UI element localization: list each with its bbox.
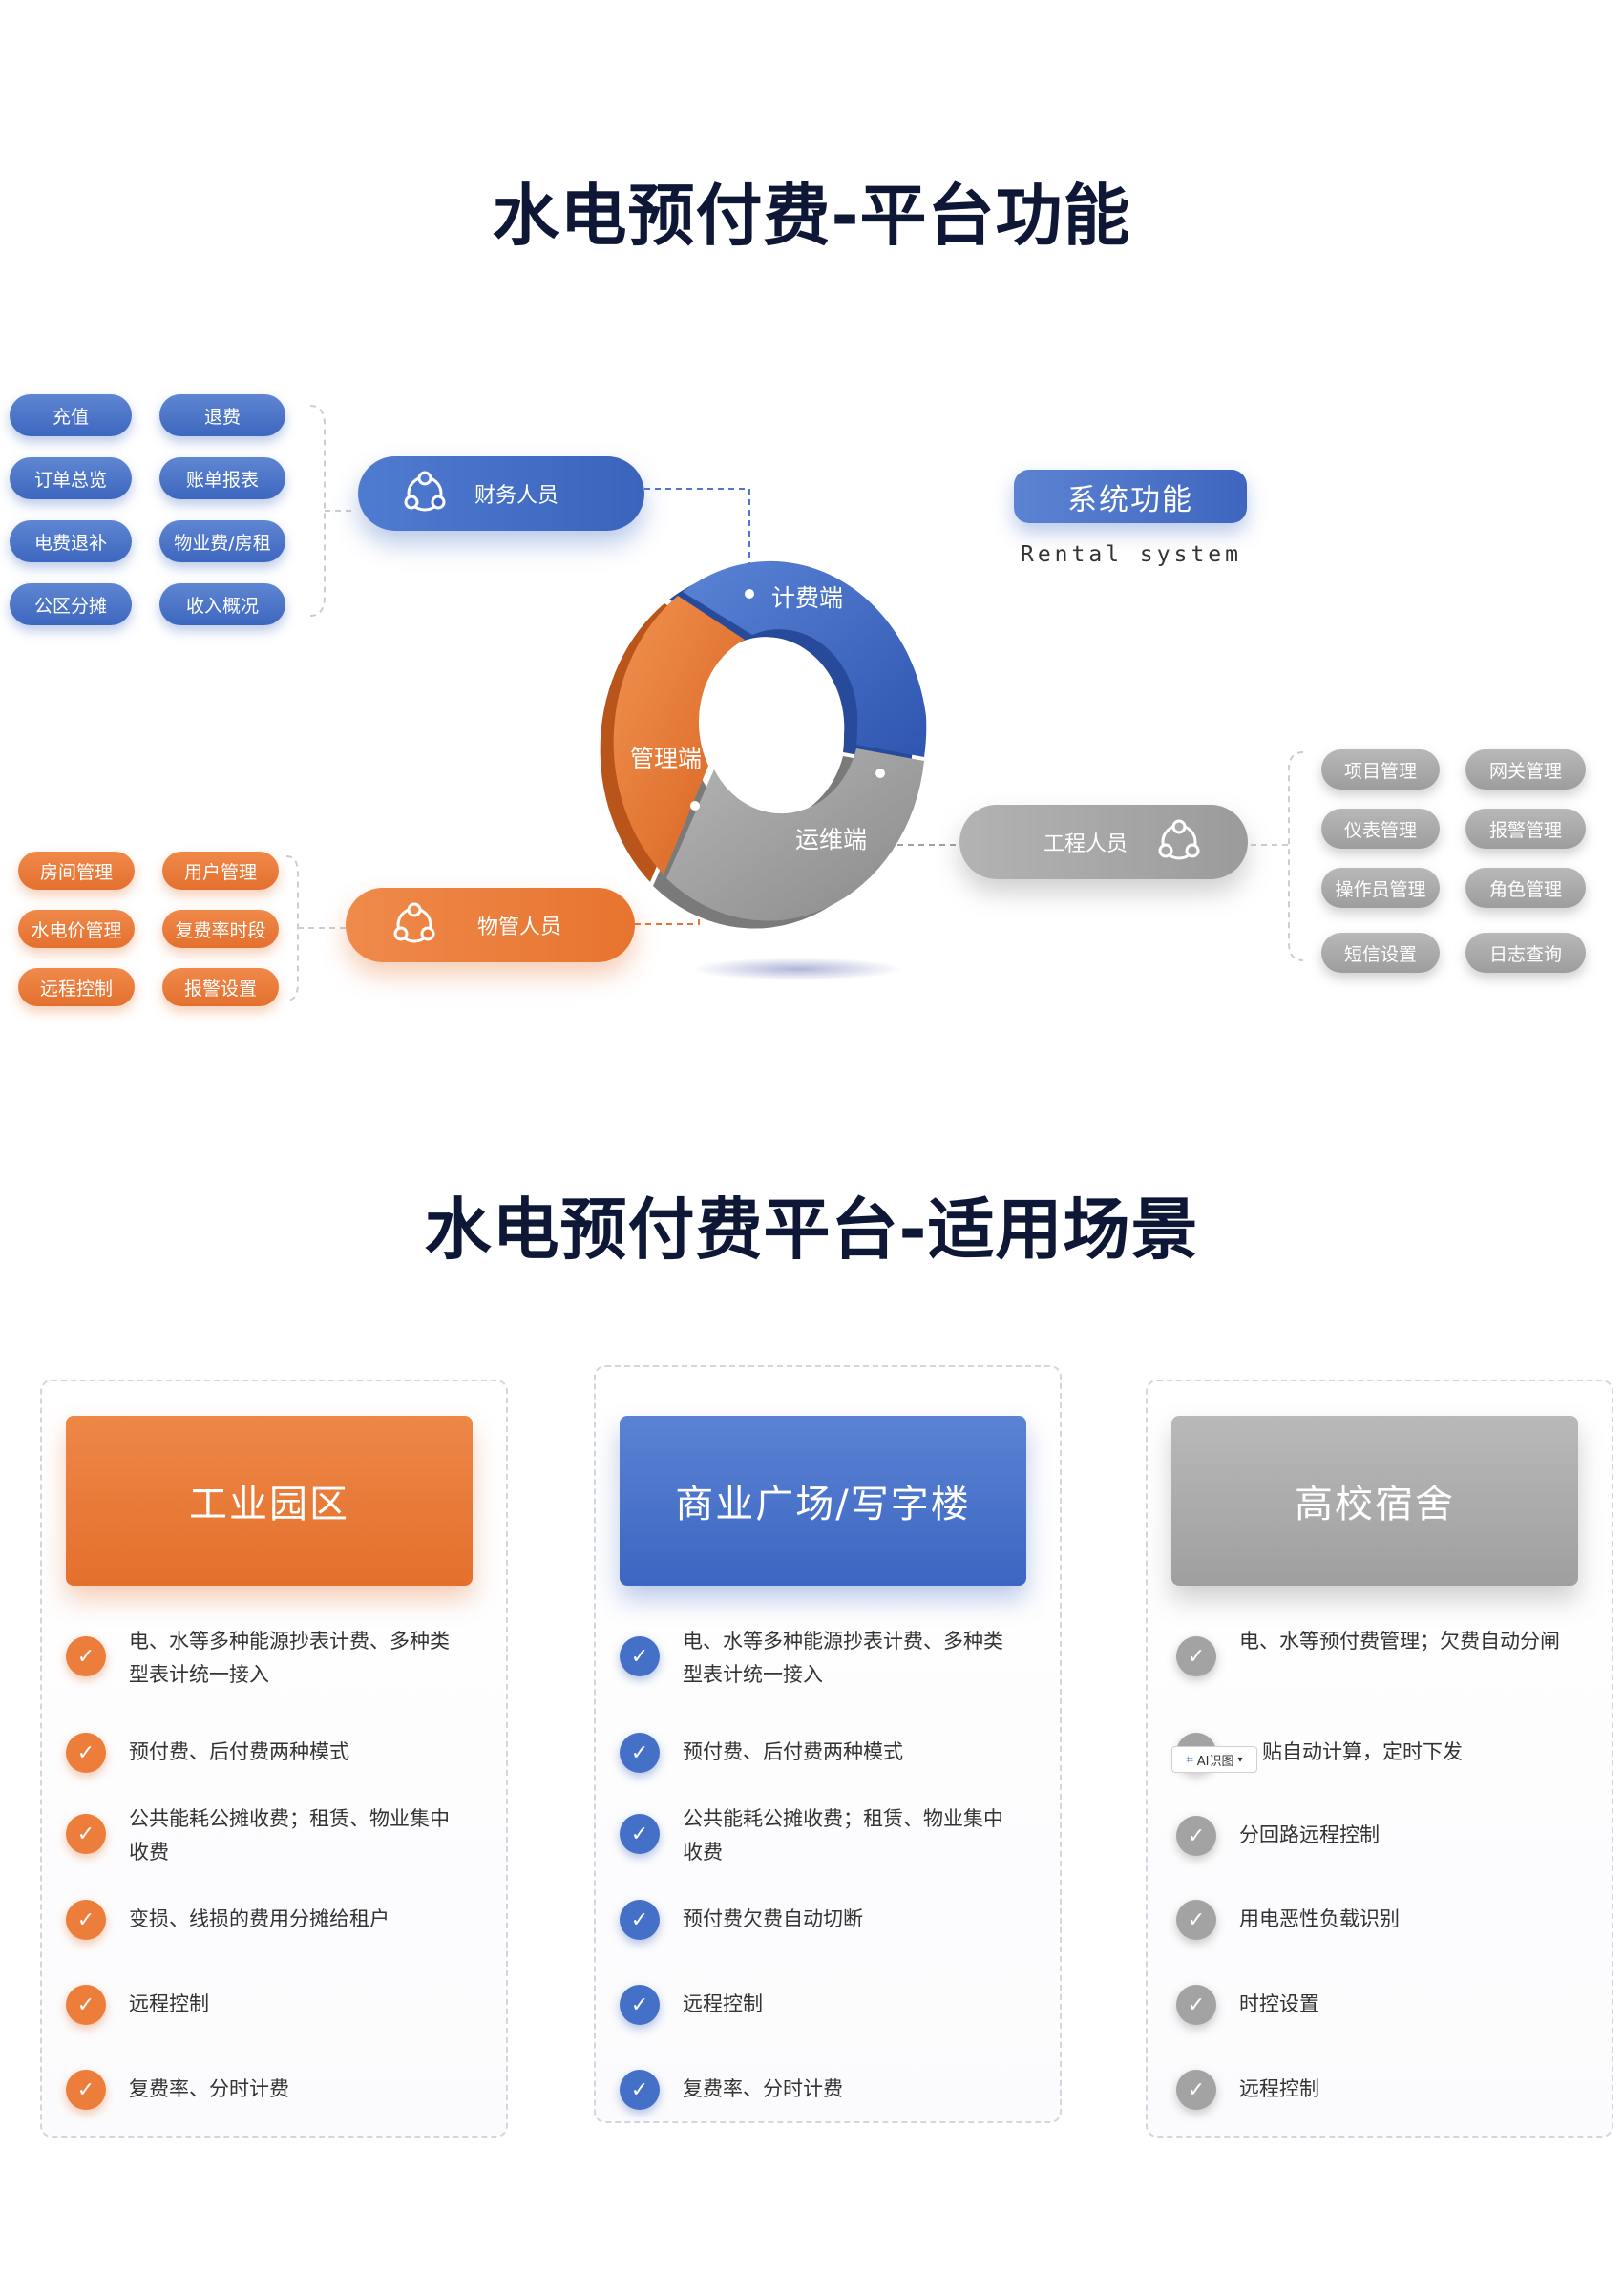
people-group-icon bbox=[404, 471, 446, 512]
scenario-item-text: 公共能耗公摊收费；租赁、物业集中收费 bbox=[129, 1807, 450, 1864]
role-engineer[interactable]: 工程人员 bbox=[959, 805, 1248, 879]
check-icon: ✓ bbox=[620, 1636, 660, 1676]
scan-icon: ⌗ bbox=[1186, 1752, 1193, 1767]
ring-label-management: 管理端 bbox=[630, 745, 703, 772]
scenario-item-text: 预付费欠费自动切断 bbox=[683, 1907, 863, 1930]
scenario-item-text: 变损、线损的费用分摊给租户 bbox=[129, 1907, 390, 1930]
finance-item-orders[interactable]: 订单总览 bbox=[10, 457, 132, 499]
scenario-item-text: 复费率、分时计费 bbox=[129, 2077, 289, 2100]
section-title-scenarios: 水电预付费平台-适用场景 bbox=[424, 1190, 1199, 1269]
ring-label-maintenance: 运维端 bbox=[795, 826, 868, 853]
ring-segment-maintenance bbox=[666, 748, 924, 921]
finance-item-property-rent[interactable]: 物业费/房租 bbox=[159, 520, 285, 562]
property-item-users[interactable]: 用户管理 bbox=[162, 852, 279, 890]
scenario-item-text: 远程控制 bbox=[683, 1992, 763, 2015]
check-icon: ✓ bbox=[66, 1985, 106, 2025]
role-engineer-label: 工程人员 bbox=[1043, 832, 1128, 856]
ring-dot-maintenance bbox=[875, 769, 885, 778]
scenario-card-commercial: 商业广场/写字楼 ✓ 电、水等多种能源抄表计费、多种类型表计统一接入 ✓ 预付费… bbox=[594, 1365, 1062, 2123]
property-item-price[interactable]: 水电价管理 bbox=[18, 910, 135, 948]
check-icon: ✓ bbox=[620, 1900, 660, 1940]
scenario-card-title: 商业广场/写字楼 bbox=[620, 1416, 1026, 1586]
engineer-item-roles[interactable]: 角色管理 bbox=[1465, 868, 1586, 908]
role-property-label: 物管人员 bbox=[477, 916, 562, 939]
ring-segment-management bbox=[613, 596, 745, 874]
platform-ring bbox=[600, 560, 927, 980]
check-icon: ✓ bbox=[1176, 1900, 1216, 1940]
finance-item-electricity-refund[interactable]: 电费退补 bbox=[10, 520, 132, 562]
property-item-remote-control[interactable]: 远程控制 bbox=[18, 968, 135, 1006]
ai-badge-label: AI识图 bbox=[1196, 1754, 1234, 1769]
check-icon: ✓ bbox=[620, 1814, 660, 1854]
ring-segment-billing bbox=[683, 560, 927, 757]
engineer-item-sms[interactable]: 短信设置 bbox=[1321, 933, 1440, 973]
finance-item-bill-reports[interactable]: 账单报表 bbox=[159, 457, 285, 499]
check-icon: ✓ bbox=[66, 1814, 106, 1854]
finance-item-recharge[interactable]: 充值 bbox=[10, 394, 132, 436]
property-item-rooms[interactable]: 房间管理 bbox=[18, 852, 135, 890]
check-icon: ✓ bbox=[620, 1733, 660, 1773]
ring-label-billing: 计费端 bbox=[771, 584, 844, 612]
scenario-item-text: 远程控制 bbox=[1239, 2077, 1319, 2100]
scenario-item-text: 贴自动计算，定时下发 bbox=[1262, 1740, 1463, 1763]
engineer-item-projects[interactable]: 项目管理 bbox=[1321, 749, 1440, 790]
ai-recognize-badge[interactable]: ⌗ AI识图 ▾ bbox=[1171, 1746, 1257, 1773]
system-function-subtitle: Rental system bbox=[1020, 542, 1242, 567]
scenario-item-text: 远程控制 bbox=[129, 1992, 209, 2015]
engineer-item-operators[interactable]: 操作员管理 bbox=[1321, 868, 1440, 908]
scenario-item-text: 分回路远程控制 bbox=[1239, 1823, 1380, 1846]
check-icon: ✓ bbox=[66, 2070, 106, 2110]
check-icon: ✓ bbox=[1176, 2070, 1216, 2110]
scenario-item-text: 电、水等多种能源抄表计费、多种类型表计统一接入 bbox=[129, 1630, 450, 1686]
scenario-item-text: 用电恶性负载识别 bbox=[1239, 1907, 1400, 1930]
check-icon: ✓ bbox=[620, 1985, 660, 2025]
engineer-item-meters[interactable]: 仪表管理 bbox=[1321, 809, 1440, 849]
scenario-item-text: 预付费、后付费两种模式 bbox=[683, 1740, 903, 1763]
role-property[interactable]: 物管人员 bbox=[346, 888, 635, 962]
check-icon: ✓ bbox=[1176, 1985, 1216, 2025]
scenario-item-text: 公共能耗公摊收费；租赁、物业集中收费 bbox=[683, 1807, 1003, 1864]
check-icon: ✓ bbox=[620, 2070, 660, 2110]
chevron-down-icon: ▾ bbox=[1237, 1754, 1243, 1765]
section-title-functions: 水电预付费-平台功能 bbox=[492, 177, 1131, 255]
scenario-item-text: 时控设置 bbox=[1239, 1992, 1319, 2015]
ring-dot-billing bbox=[745, 589, 754, 599]
engineer-item-alarms[interactable]: 报警管理 bbox=[1465, 809, 1586, 849]
scenario-item-text: 预付费、后付费两种模式 bbox=[129, 1740, 349, 1763]
property-item-alarm[interactable]: 报警设置 bbox=[162, 968, 279, 1006]
role-finance-label: 财务人员 bbox=[474, 484, 559, 508]
system-function-badge: 系统功能 bbox=[1014, 470, 1247, 523]
role-finance[interactable]: 财务人员 bbox=[358, 456, 644, 531]
scenario-card-title: 工业园区 bbox=[66, 1416, 473, 1586]
check-icon: ✓ bbox=[66, 1636, 106, 1676]
engineer-item-logs[interactable]: 日志查询 bbox=[1465, 933, 1586, 973]
check-icon: ✓ bbox=[66, 1900, 106, 1940]
people-group-icon bbox=[1158, 819, 1200, 860]
finance-item-public-share[interactable]: 公区分摊 bbox=[10, 583, 132, 625]
check-icon: ✓ bbox=[66, 1733, 106, 1773]
scenario-item-text: 复费率、分时计费 bbox=[683, 2077, 843, 2100]
ring-dot-management bbox=[690, 801, 700, 811]
scenario-item-text: 电、水等预付费管理；欠费自动分闸 bbox=[1239, 1630, 1560, 1653]
finance-item-refund[interactable]: 退费 bbox=[159, 394, 285, 436]
check-icon: ✓ bbox=[1176, 1636, 1216, 1676]
finance-item-income[interactable]: 收入概况 bbox=[159, 583, 285, 625]
check-icon: ✓ bbox=[1176, 1816, 1216, 1856]
scenario-card-dormitory: 高校宿舍 ✓ 电、水等预付费管理；欠费自动分闸 ✓ 贴自动计算，定时下发 ⌗ A… bbox=[1146, 1380, 1613, 2138]
scenario-item-text: 电、水等多种能源抄表计费、多种类型表计统一接入 bbox=[683, 1630, 1003, 1686]
scenario-card-industrial: 工业园区 ✓ 电、水等多种能源抄表计费、多种类型表计统一接入 ✓ 预付费、后付费… bbox=[40, 1380, 508, 2138]
scenario-card-title: 高校宿舍 bbox=[1171, 1416, 1578, 1586]
connector-lines bbox=[285, 405, 1304, 1001]
engineer-item-gateways[interactable]: 网关管理 bbox=[1465, 749, 1586, 790]
property-item-tariff-periods[interactable]: 复费率时段 bbox=[162, 910, 279, 948]
people-group-icon bbox=[393, 902, 435, 943]
